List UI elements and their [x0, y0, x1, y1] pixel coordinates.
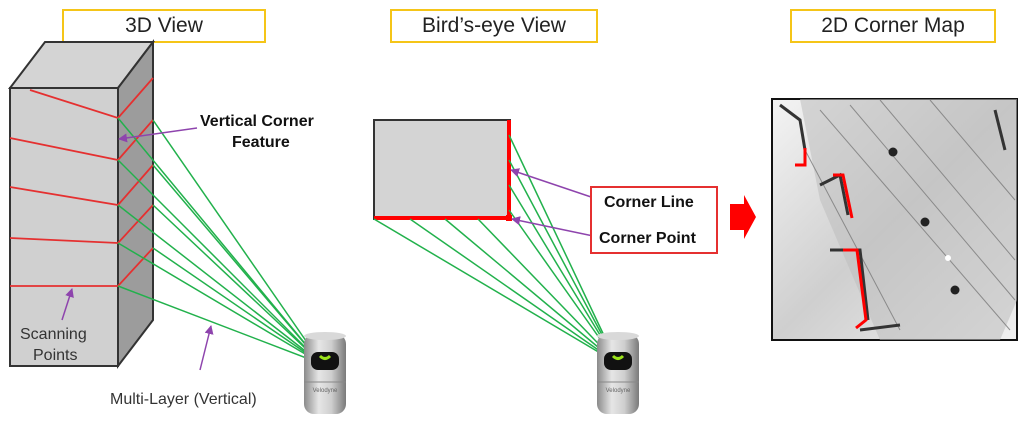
map-corner-lines: [795, 148, 868, 330]
arrow-vertical-corner: [118, 127, 198, 143]
corner-callout-box: [590, 186, 718, 254]
lidar-sensor-icon: [304, 332, 346, 414]
arrow-corner-line: [510, 168, 601, 201]
corner-point-label: Corner Point: [599, 230, 696, 247]
multi-layer-label: Multi-Layer (Vertical): [110, 391, 257, 408]
sensor-brand-label: Velodyne: [605, 388, 631, 394]
panel-title-2d-corner-map: 2D Corner Map: [790, 9, 996, 43]
birdseye-building: [373, 119, 512, 221]
box-side-face: [117, 39, 154, 369]
panel-title-birds-eye-view: Bird’s-eye View: [390, 9, 598, 43]
vertical-corner-feature-label-line2: Feature: [232, 134, 290, 151]
arrow-scanning-points: [61, 288, 74, 321]
building-box: [7, 39, 156, 369]
scanning-points-label-line2: Points: [33, 347, 78, 364]
lidar-sensor-icon: [597, 332, 639, 414]
pointer-arrows-birdseye: [510, 168, 601, 238]
panel-title-3d-view: 3D View: [62, 9, 266, 43]
pointer-arrows-3d: [61, 127, 214, 371]
scanning-points-label-line1: Scanning: [20, 326, 87, 343]
box-front-face: [9, 87, 119, 367]
corner-line-label: Corner Line: [604, 194, 694, 211]
vertical-corner-feature-label-line1: Vertical Corner: [200, 113, 314, 130]
arrow-corner-point: [511, 216, 599, 238]
laser-beams-3d: [117, 117, 323, 365]
arrow-multi-layer: [199, 325, 214, 371]
sensor-brand-label: Velodyne: [312, 388, 338, 394]
birdseye-rect: [373, 119, 511, 220]
corner-map-image: [771, 98, 1018, 341]
birdseye-corner-point: [506, 215, 512, 221]
transform-arrow-icon: [730, 195, 756, 239]
